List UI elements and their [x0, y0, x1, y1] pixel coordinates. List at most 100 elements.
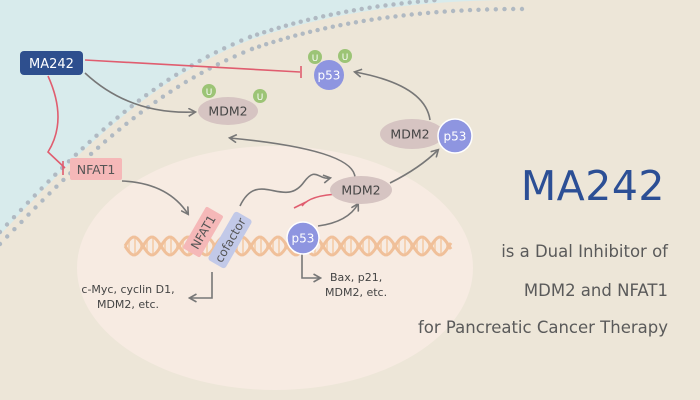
membrane-dot: [434, 10, 439, 15]
membrane-dot: [399, 1, 404, 6]
membrane-dot: [415, 0, 421, 4]
membrane-dot: [18, 207, 24, 213]
membrane-dot: [124, 121, 129, 127]
membrane-dot: [40, 198, 45, 203]
subtitle-line-1: is a Dual Inhibitor of: [501, 242, 668, 261]
membrane-dot: [338, 23, 343, 28]
membrane-dot: [476, 7, 481, 12]
arrow-nfat1-to-targets: [190, 272, 213, 298]
membrane-dot: [407, 0, 412, 5]
membrane-dot: [425, 10, 431, 16]
membrane-dot: [166, 77, 171, 82]
mdm2-p53-complex: MDM2 p53: [380, 118, 473, 154]
membrane-dot: [5, 234, 10, 239]
arrow-mdm2-export: [230, 138, 356, 179]
arrow-p53-to-mdm2: [317, 204, 358, 227]
membrane-dot: [94, 133, 99, 138]
membrane-dot: [47, 191, 52, 196]
p53-dna-label: p53: [292, 232, 315, 246]
ubiquitin-icon: U: [338, 49, 352, 63]
inhibit-ma242-to-nfat1: [46, 75, 66, 169]
membrane-dot: [241, 50, 246, 55]
membrane-dot: [293, 33, 298, 38]
p53-ubiquitinated-node: p53 U U: [308, 49, 352, 90]
ma242-label: MA242: [29, 57, 74, 72]
membrane-dot: [160, 94, 166, 99]
membrane-dot: [276, 25, 281, 30]
membrane-dot: [359, 6, 364, 12]
arrow-mdm2-binds-p53: [389, 150, 438, 184]
membrane-dot: [346, 21, 351, 26]
membrane-dot: [115, 115, 120, 120]
membrane-dot: [12, 227, 17, 232]
complex-p53-label: p53: [444, 130, 467, 144]
membrane-dot: [271, 39, 276, 45]
membrane-dot: [95, 145, 101, 150]
membrane-dot: [122, 109, 127, 115]
membrane-dot: [183, 79, 188, 85]
inhibitions: [46, 59, 341, 209]
membrane-dot: [385, 15, 390, 20]
membrane-dot: [484, 7, 490, 12]
membrane-dot: [300, 31, 305, 36]
ubiquitin-icon: U: [202, 84, 216, 98]
membrane-dot: [54, 184, 59, 189]
membrane-dot: [315, 27, 320, 33]
membrane-dot: [80, 146, 85, 151]
membrane-dot: [336, 11, 341, 16]
membrane-dot: [117, 127, 122, 132]
arrow-complex-to-p53-ub: [355, 72, 431, 121]
membrane-dot: [191, 75, 196, 80]
membrane-dot: [328, 12, 333, 17]
membrane-dot: [39, 186, 44, 191]
membrane-dot: [369, 17, 374, 22]
headline: MA242: [520, 162, 665, 210]
membrane-dot: [88, 151, 94, 157]
membrane-dot: [168, 89, 173, 94]
membrane-dot: [101, 127, 106, 132]
membrane-dot: [197, 58, 202, 64]
arrows: [84, 72, 438, 298]
membrane-dot: [264, 42, 269, 47]
inhibit-bar-mdm2-p53: [293, 201, 307, 209]
ubiquitin-icon: U: [253, 89, 267, 103]
membrane-dot: [230, 42, 235, 47]
membrane-dot: [153, 99, 158, 105]
membrane-dot: [0, 241, 3, 247]
arrow-dna-to-nuclear-mdm2: [239, 173, 330, 207]
membrane-dot: [102, 139, 108, 144]
membrane-dot: [181, 67, 187, 73]
membrane-dot: [361, 18, 366, 24]
targets-left-line1: c-Myc, cyclin D1,: [81, 283, 174, 296]
membrane-dot: [391, 2, 396, 7]
ubiquitin-icon: U: [308, 50, 322, 64]
dna-strand: [123, 235, 453, 257]
membrane-dot: [19, 219, 24, 225]
membrane-dot: [61, 177, 66, 183]
membrane-dot: [307, 29, 313, 34]
membrane-dot: [450, 8, 456, 14]
membrane-dot: [323, 26, 328, 31]
mdm2-nucleus-label: MDM2: [341, 183, 380, 198]
membrane-dot: [459, 8, 464, 13]
membrane-dot: [313, 15, 318, 21]
membrane-dot: [353, 20, 359, 25]
membrane-dot: [269, 27, 274, 33]
membrane-dot: [278, 37, 283, 42]
membrane-dot: [298, 19, 303, 24]
membrane-dot: [53, 172, 58, 177]
membrane-dot: [222, 46, 227, 51]
membrane-dot: [26, 212, 31, 217]
membrane-dot: [493, 7, 498, 12]
membrane-dot: [401, 13, 406, 18]
membrane-dot: [224, 58, 229, 63]
membrane-dot: [131, 116, 136, 121]
membrane-dot: [215, 62, 221, 67]
membrane-dot: [467, 7, 473, 13]
membrane-dot: [32, 193, 37, 198]
membrane-dot: [158, 82, 164, 87]
svg-text:U: U: [342, 53, 349, 63]
membrane-dot: [46, 179, 51, 184]
membrane-dot: [175, 84, 181, 90]
